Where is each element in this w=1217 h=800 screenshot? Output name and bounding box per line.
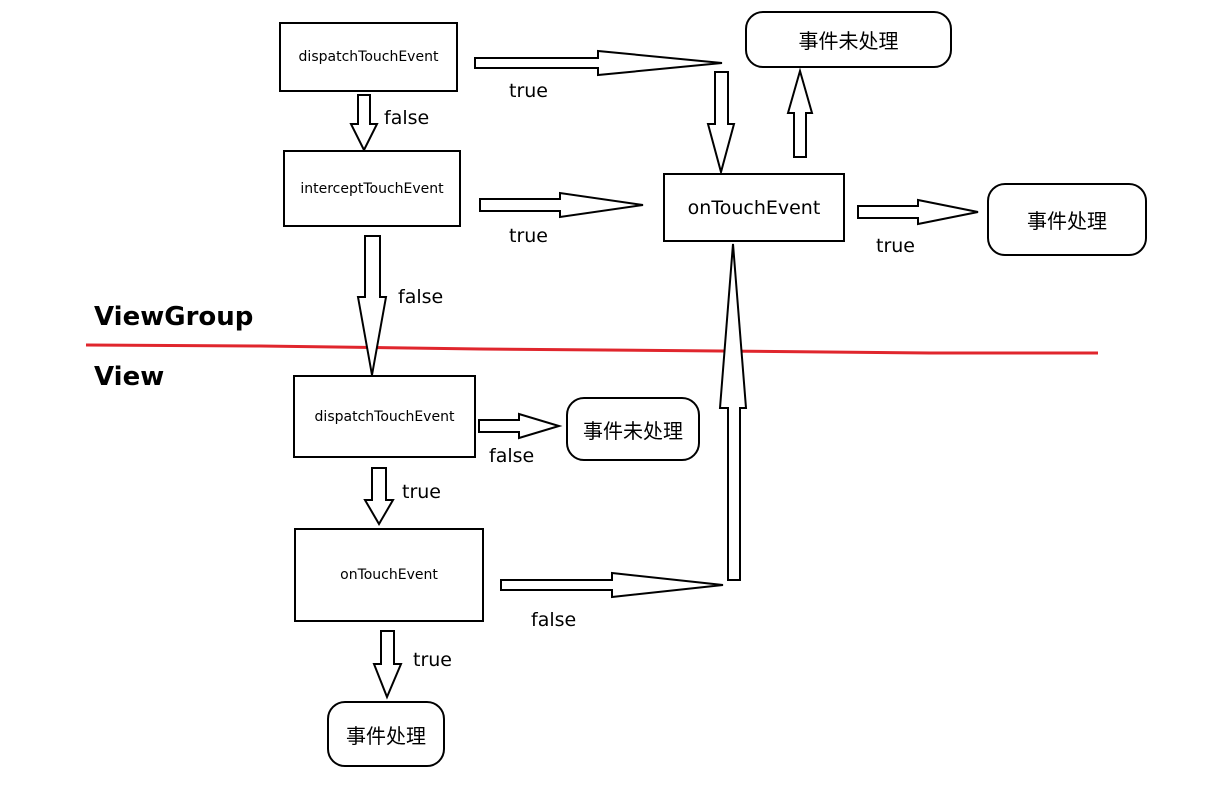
section-label-viewgroup: ViewGroup bbox=[94, 302, 254, 332]
v-unhandled-box: 事件未处理 bbox=[566, 397, 700, 461]
edge-label-vg-intercept-false: false bbox=[398, 286, 444, 308]
arrow-v-dispatch-false bbox=[478, 412, 563, 440]
arrow-v-ontouch-true bbox=[372, 630, 403, 700]
arrow-vg-ontouch-unhandled bbox=[786, 67, 814, 158]
edge-label-v-dispatch-false: false bbox=[489, 445, 535, 467]
section-label-view: View bbox=[94, 362, 165, 392]
vg-handled-label: 事件处理 bbox=[1027, 209, 1107, 233]
vg-unhandled-box: 事件未处理 bbox=[745, 11, 952, 68]
edge-label-vg-dispatch-true: true bbox=[509, 80, 548, 102]
vg-dispatch-label: dispatchTouchEvent bbox=[298, 49, 439, 65]
arrow-vg-ontouch-true bbox=[857, 198, 979, 226]
vg-dispatch-box: dispatchTouchEvent bbox=[279, 22, 458, 92]
vg-intercept-box: interceptTouchEvent bbox=[283, 150, 461, 227]
edge-label-vg-intercept-true: true bbox=[509, 225, 548, 247]
v-ontouch-label: onTouchEvent bbox=[340, 567, 438, 583]
arrow-v-dispatch-true bbox=[363, 467, 395, 526]
arrow-v-ontouch-false bbox=[500, 571, 724, 599]
arrow-vg-dispatch-true bbox=[474, 49, 723, 77]
vg-ontouch-label: onTouchEvent bbox=[687, 196, 821, 219]
v-unhandled-label: 事件未处理 bbox=[583, 418, 683, 443]
arrow-vg-intercept-true bbox=[479, 191, 644, 219]
section-divider bbox=[85, 343, 1098, 355]
vg-ontouch-box: onTouchEvent bbox=[663, 173, 845, 242]
vg-unhandled-label: 事件未处理 bbox=[798, 29, 899, 53]
v-handled-box: 事件处理 bbox=[327, 701, 445, 767]
arrow-view-to-vg-ontouch bbox=[718, 243, 748, 581]
edge-label-v-ontouch-false: false bbox=[531, 609, 577, 631]
v-ontouch-box: onTouchEvent bbox=[294, 528, 484, 622]
v-dispatch-box: dispatchTouchEvent bbox=[293, 375, 476, 458]
edge-label-v-dispatch-true: true bbox=[402, 481, 441, 503]
arrow-vg-intercept-false bbox=[356, 235, 388, 376]
edge-label-vg-dispatch-false: false bbox=[384, 107, 430, 129]
edge-label-v-ontouch-true: true bbox=[413, 649, 452, 671]
edge-label-vg-ontouch-true: true bbox=[876, 235, 915, 257]
arrow-vg-dispatch-false bbox=[349, 94, 379, 153]
v-handled-label: 事件处理 bbox=[346, 723, 426, 748]
v-dispatch-label: dispatchTouchEvent bbox=[314, 408, 455, 425]
vg-intercept-label: interceptTouchEvent bbox=[300, 180, 444, 197]
arrow-into-vg-ontouch bbox=[706, 71, 736, 176]
vg-handled-box: 事件处理 bbox=[987, 183, 1147, 256]
